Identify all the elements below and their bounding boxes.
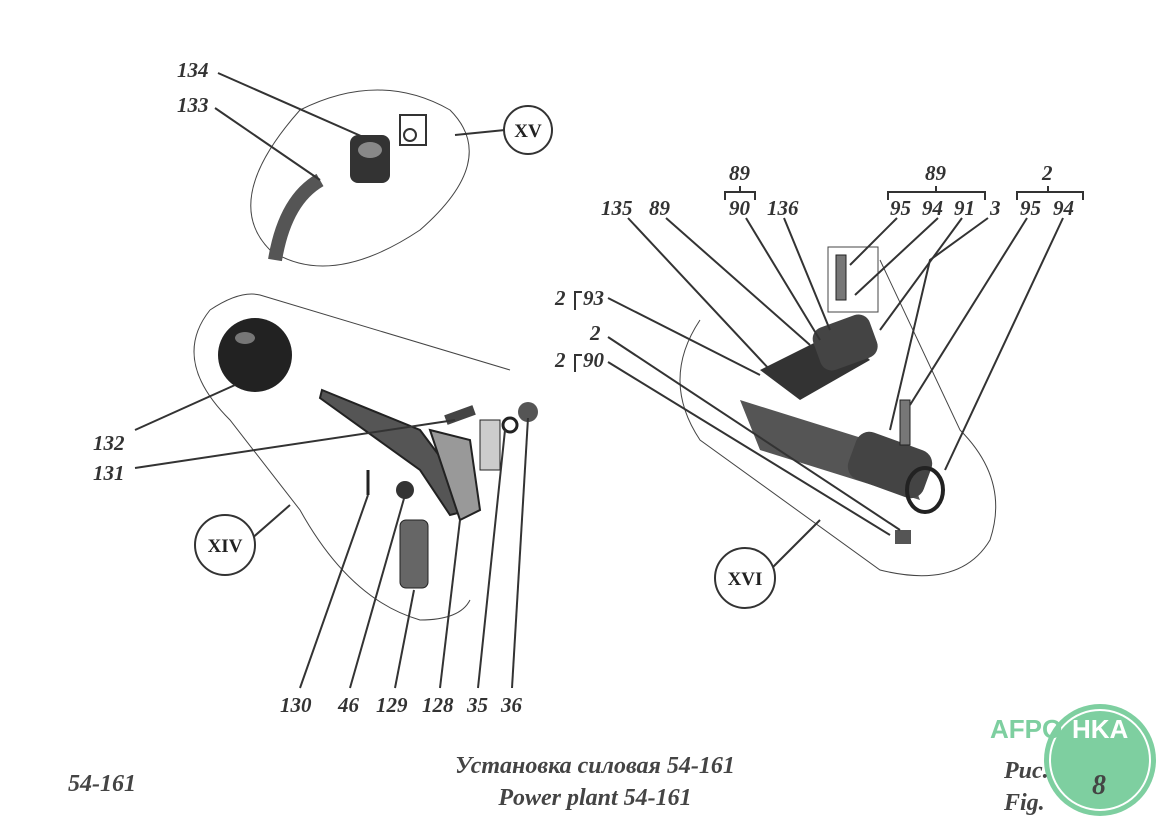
callout-46: 46 [337, 693, 360, 717]
nut-36 [518, 402, 538, 422]
svg-text:HKA: HKA [1072, 714, 1129, 744]
title-ru: Установка силовая 54-161 [455, 753, 735, 779]
callout-130: 130 [280, 693, 312, 717]
callout-2: 2 [589, 321, 601, 345]
callout-89-group-2: 89 [925, 161, 947, 185]
view-xv-outline [250, 89, 470, 267]
callout-89: 89 [649, 196, 671, 220]
diagram-code: 54-161 [68, 771, 136, 797]
fork-part-35 [479, 419, 501, 471]
callout-3: 3 [989, 196, 1001, 220]
callout-94: 94 [922, 196, 943, 220]
lever-part [318, 388, 482, 522]
callout-2-93-prefix: 2 [554, 286, 566, 310]
view-label-xiv: XIV [208, 536, 243, 557]
figure-label-ru: Рис. [1004, 758, 1049, 784]
hose-part [268, 173, 324, 262]
callout-90-b: 90 [583, 348, 605, 372]
callout-36: 36 [500, 693, 523, 717]
bushing-part [350, 135, 390, 183]
view-xiv-outline [193, 293, 511, 621]
view-xvi-outline [679, 259, 997, 577]
bolt-95-bottom [899, 399, 911, 446]
callout-136: 136 [767, 196, 799, 220]
fork-129 [399, 519, 429, 589]
callout-133: 133 [177, 93, 209, 117]
nut-91 [895, 530, 911, 544]
callout-129: 129 [376, 693, 408, 717]
pipe-assembly [740, 314, 945, 514]
bolt-95-top [835, 254, 847, 301]
title-en: Power plant 54-161 [498, 785, 692, 811]
view-label-xvi: XVI [728, 569, 763, 590]
washer-35 [501, 416, 519, 434]
figure-number: 8 [1092, 770, 1106, 801]
callout-89-group: 89 [729, 161, 751, 185]
callout-94-b: 94 [1053, 196, 1074, 220]
callout-134: 134 [177, 58, 209, 82]
figure-label-en: Fig. [1004, 790, 1045, 816]
nut-46 [396, 481, 414, 499]
callout-132: 132 [93, 431, 125, 455]
callout-135: 135 [601, 196, 633, 220]
callout-128: 128 [422, 693, 454, 717]
callout-95-b: 95 [1020, 196, 1041, 220]
callout-91: 91 [954, 196, 975, 220]
callout-90: 90 [729, 196, 751, 220]
svg-text:AFPO: AFPO [990, 714, 1062, 744]
knob-part [218, 318, 292, 392]
callout-2-group: 2 [1041, 161, 1053, 185]
tee-fitting-part [399, 114, 427, 146]
view-label-xv: XV [514, 121, 542, 142]
callout-35: 35 [466, 693, 488, 717]
agronka-logo: AFPO HKA [990, 704, 1156, 816]
leader-lines [134, 72, 1084, 689]
callout-131: 131 [93, 461, 125, 485]
callout-93: 93 [583, 286, 604, 310]
callout-95: 95 [890, 196, 911, 220]
callout-2-90-prefix: 2 [554, 348, 566, 372]
